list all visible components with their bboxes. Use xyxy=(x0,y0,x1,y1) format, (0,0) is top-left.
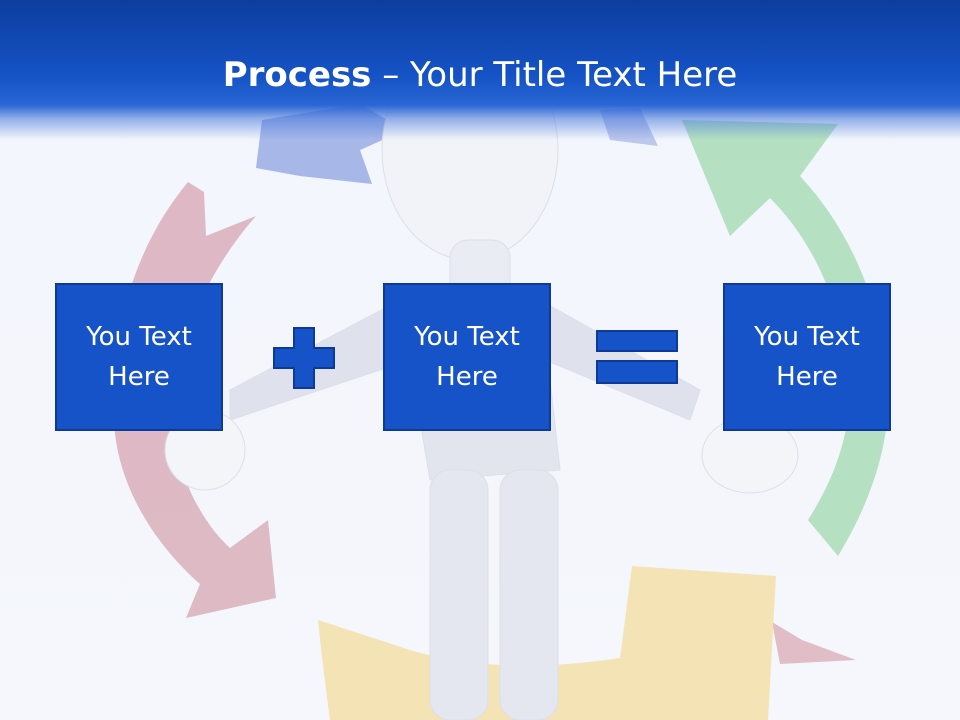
text-box-2-line1: You Text xyxy=(414,322,520,352)
equals-sign-icon xyxy=(596,330,678,384)
text-box-3-line2: Here xyxy=(776,362,838,392)
title-banner xyxy=(0,0,960,140)
text-box-1-line1: You Text xyxy=(86,322,192,352)
slide-title: Process – Your Title Text Here xyxy=(0,52,960,98)
plus-sign-icon xyxy=(273,327,335,389)
cycle-arrow-red-tip xyxy=(772,622,856,664)
text-box-1[interactable]: You Text Here xyxy=(55,283,223,431)
title-rest-text: – Your Title Text Here xyxy=(371,55,738,95)
text-box-2-line2: Here xyxy=(436,362,498,392)
text-box-2[interactable]: You Text Here xyxy=(383,283,551,431)
cycle-arrow-green xyxy=(682,120,889,556)
text-box-1-line2: Here xyxy=(108,362,170,392)
title-bold-text: Process xyxy=(222,55,372,95)
text-box-3-line1: You Text xyxy=(754,322,860,352)
text-box-3[interactable]: You Text Here xyxy=(723,283,891,431)
